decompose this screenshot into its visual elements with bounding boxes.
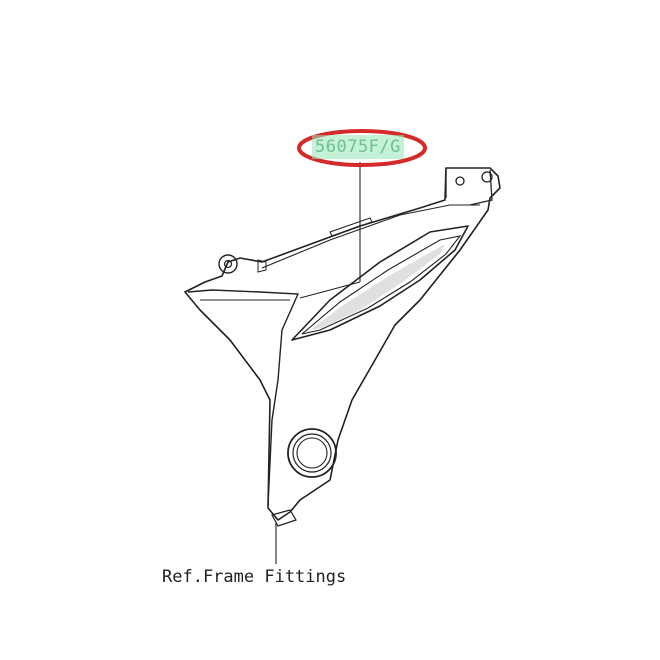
left-boss-hole: [223, 259, 233, 269]
mounting-hole-right: [481, 171, 493, 183]
small-nub: [257, 259, 267, 273]
vent-slot-inner: [301, 235, 462, 335]
grommet-outer: [287, 428, 337, 478]
reference-label: Ref.Frame Fittings: [162, 567, 347, 587]
grommet-mid: [292, 433, 332, 473]
left-boss: [218, 254, 238, 274]
vent-slot-fill: [310, 244, 445, 330]
upper-ridge: [261, 204, 480, 269]
mounting-hole: [455, 176, 465, 186]
part-number-label[interactable]: 56075F/G: [312, 135, 404, 159]
grommet-inner: [296, 437, 328, 469]
mounting-tab: [445, 169, 493, 206]
highlight-ring: [297, 129, 427, 167]
vent-slot-outer: [291, 225, 469, 341]
front-flap: [187, 289, 300, 506]
part-leader-diag: [299, 281, 361, 299]
side-cover-outline: [184, 167, 501, 521]
top-slot: [329, 217, 373, 237]
